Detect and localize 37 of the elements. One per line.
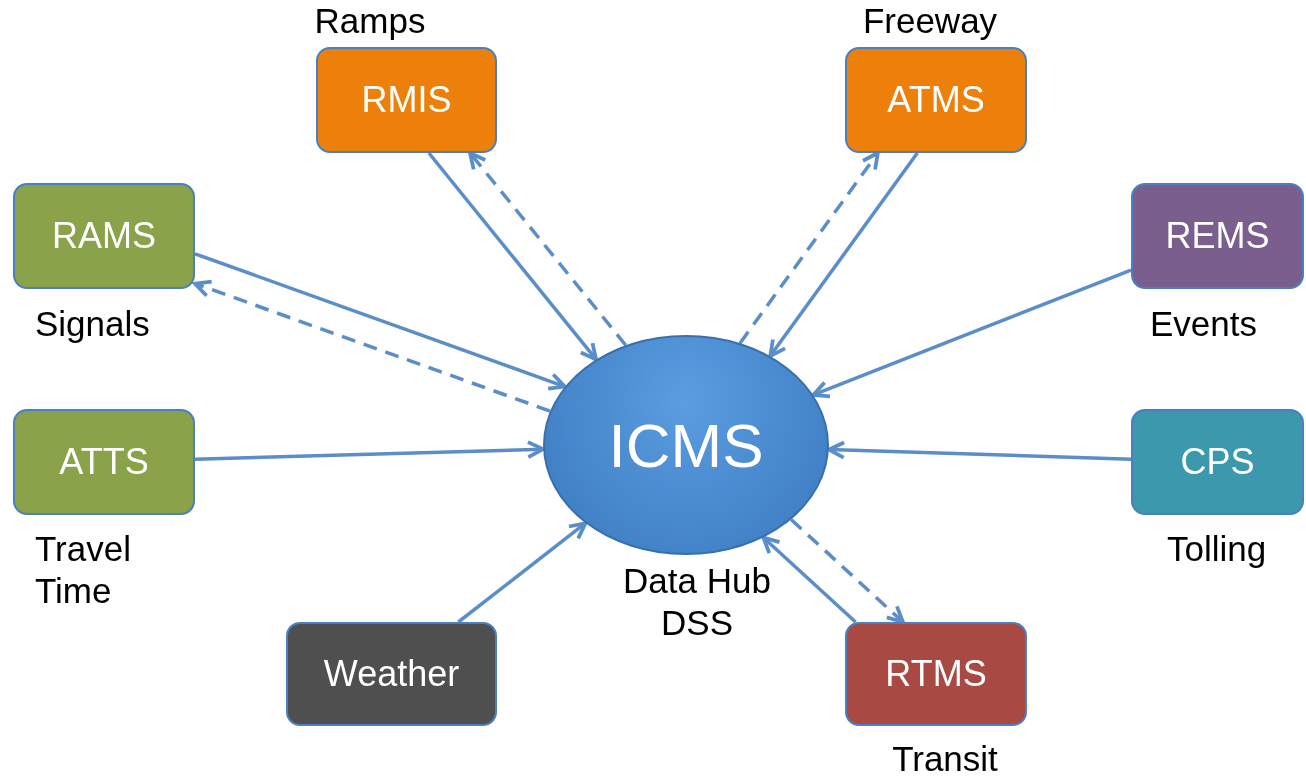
node-label: RTMS	[885, 653, 987, 695]
system-caption: Tolling	[1167, 528, 1268, 570]
system-box	[845, 47, 1027, 153]
system-box	[13, 409, 195, 515]
arrow	[194, 252, 567, 391]
node-label: ATMS	[887, 79, 985, 121]
node-label: CPS	[1180, 441, 1255, 483]
node-label: RAMS	[52, 215, 156, 257]
system-box	[1131, 183, 1304, 289]
system-box	[316, 47, 497, 153]
system-caption: Travel Time	[35, 528, 132, 612]
arrow	[427, 151, 598, 362]
arrow	[768, 151, 919, 358]
arrow	[194, 440, 545, 462]
arrow	[738, 151, 880, 345]
arrow	[761, 535, 857, 624]
system-box	[13, 183, 195, 289]
arrow	[468, 151, 628, 347]
system-caption: Data Hub DSS	[622, 560, 772, 644]
arrow	[789, 518, 905, 624]
system-box	[286, 622, 497, 726]
node-label: ICMS	[608, 409, 764, 481]
node-label: Weather	[323, 653, 460, 695]
system-caption: Freeway	[861, 0, 999, 42]
system-caption: Ramps	[313, 0, 427, 42]
arrow	[827, 440, 1132, 461]
system-caption: Signals	[35, 303, 151, 345]
system-box	[845, 622, 1027, 726]
arrow	[193, 279, 551, 413]
node-label: RMIS	[361, 79, 452, 121]
system-box	[1131, 409, 1304, 515]
system-caption: Events	[1150, 303, 1258, 345]
node-label: REMS	[1165, 215, 1270, 257]
arrow	[457, 521, 588, 624]
system-caption: Transit	[891, 738, 999, 780]
arrow	[811, 268, 1132, 399]
node-label: ATTS	[59, 441, 149, 483]
